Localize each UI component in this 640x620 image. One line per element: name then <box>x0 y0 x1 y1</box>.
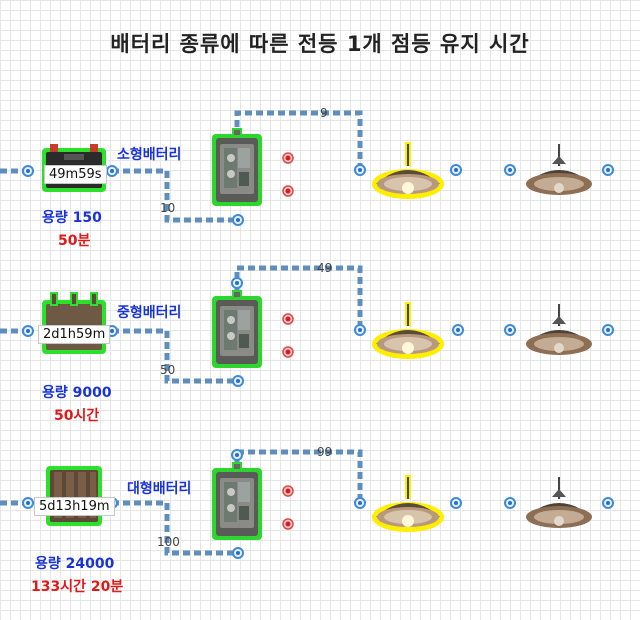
battery-type-label-3: 대형배터리 <box>127 481 192 497</box>
input-ports <box>282 152 294 530</box>
page-title: 배터리 종류에 따른 전등 1개 점등 유지 시간 <box>110 32 530 56</box>
output-ports <box>22 132 614 559</box>
ceiling-light-off-3[interactable] <box>522 475 596 533</box>
electrical-branch-3[interactable] <box>210 462 264 542</box>
ceiling-light-on-3[interactable] <box>371 475 445 533</box>
wire-label-bottom-3: 100 <box>157 535 180 549</box>
wire-label-bottom-1: 10 <box>160 201 175 215</box>
wire-label-top-2: 49 <box>317 261 332 275</box>
battery-duration-1: 50분 <box>58 233 91 249</box>
ceiling-light-off-2[interactable] <box>522 302 596 360</box>
battery-capacity-2: 용량 9000 <box>42 385 112 401</box>
electrical-branch-1[interactable] <box>210 128 264 208</box>
battery-duration-2: 50시간 <box>54 408 100 424</box>
battery-type-label-2: 중형배터리 <box>117 305 182 321</box>
battery-timer-3: 5d13h19m <box>34 497 115 516</box>
electrical-branch-2[interactable] <box>210 290 264 370</box>
wire-battery-splitter-1 <box>112 168 235 223</box>
wire-battery-splitter-2 <box>112 328 235 384</box>
medium-battery[interactable] <box>42 292 106 356</box>
large-battery[interactable] <box>46 462 102 526</box>
medium-battery-icon <box>42 292 106 354</box>
wire-label-bottom-2: 50 <box>160 363 175 377</box>
battery-type-label-1: 소형배터리 <box>117 147 182 163</box>
ceiling-light-on-1[interactable] <box>371 142 445 200</box>
battery-capacity-1: 용량 150 <box>42 210 102 226</box>
ceiling-light-off-1[interactable] <box>522 142 596 200</box>
wire-battery-splitter-3 <box>112 500 235 556</box>
wire-label-top-3: 99 <box>317 445 332 459</box>
battery-timer-2: 2d1h59m <box>38 325 111 344</box>
wire-splitter-lamp-1 <box>234 110 363 169</box>
ceiling-light-on-2[interactable] <box>371 302 445 360</box>
wire-label-top-1: 9 <box>320 106 328 120</box>
battery-timer-1: 49m59s <box>44 165 107 184</box>
large-battery-icon <box>46 466 102 526</box>
battery-duration-3: 133시간 20분 <box>31 579 124 595</box>
battery-capacity-3: 용량 24000 <box>35 556 115 572</box>
